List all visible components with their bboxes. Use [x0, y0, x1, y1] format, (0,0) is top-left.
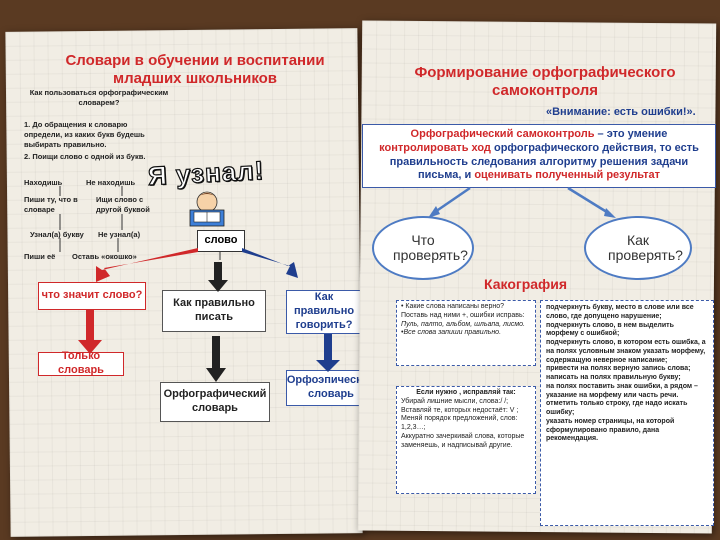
not-learned-label: Не узнал(а)	[98, 230, 141, 239]
dictionary-question: Как пользоваться орфографическим словаре…	[29, 88, 169, 107]
attention-label: «Внимание: есть ошибки!».	[546, 106, 696, 118]
correction-intro: Если нужно , исправляй так:	[416, 389, 516, 396]
marking-item: подчеркнуть слово, в котором есть ошибка…	[546, 339, 706, 364]
found-label: Находишь	[24, 178, 63, 187]
boy-reading-illustration	[182, 188, 232, 230]
definition-control: контролировать ход	[379, 141, 491, 154]
not-found-label: Не находишь	[86, 178, 136, 187]
how-check-label: Как проверять?	[608, 232, 683, 263]
banner-text: Я узнал!	[147, 154, 266, 192]
meaning-box: что значит слово?	[38, 282, 146, 310]
definition-text-b: орфографического действия, то есть прави…	[389, 141, 699, 182]
correction-box: Если нужно , исправляй так: Убирай лишни…	[396, 386, 536, 494]
marking-list-box: подчеркнуть букву, место в слове или все…	[540, 300, 714, 526]
write-dict-label: Пиши ту, что в словаре	[24, 195, 78, 214]
definition-evaluate: оценивать полученный результат	[474, 169, 660, 182]
definition-box: Орфографический самоконтроль – это умени…	[362, 124, 716, 188]
exercise-box: • Какие слова написаны верно? Поставь на…	[396, 300, 536, 366]
correction-item: Вставляй те, которых недостаёт: V ;	[401, 406, 519, 414]
what-check-ellipse: Что проверять?	[372, 216, 474, 280]
correction-item: Меняй порядок предложений, слов: 1,2,3…;	[401, 415, 518, 431]
marking-item: отметить только строку, где надо искать …	[546, 400, 688, 416]
marking-item: на полях поставить знак ошибки, а рядом …	[546, 382, 698, 399]
marking-item: написать на полях правильную букву;	[546, 374, 681, 381]
correction-item: Убирай лишние мысли, слова:/ /;	[401, 397, 509, 405]
marking-item: привести на полях верную запись слова;	[546, 365, 691, 373]
marking-item: подчеркнуть слово, в нем выделить морфем…	[546, 321, 674, 338]
correction-item: Аккуратно зачеркивай слова, которые заме…	[401, 432, 525, 449]
definition-text-a: – это умение	[594, 128, 668, 140]
learned-letter-label: Узнал(а) букву	[30, 230, 84, 239]
step-2: 2. Поищи слово с одной из букв.	[24, 152, 146, 161]
ortho-dict-box: Орфографический словарь	[160, 382, 270, 422]
what-check-label: Что проверять?	[393, 232, 468, 263]
exercise-intro: • Какие слова написаны верно?	[401, 303, 504, 310]
step-1: 1. До обращения к словарю определи, из к…	[24, 120, 145, 149]
search-other-label: Ищи слово с другой буквой	[96, 195, 150, 214]
exercise-end: •Все слова запиши правильно.	[401, 329, 502, 337]
how-check-ellipse: Как проверять?	[584, 216, 692, 280]
write-it-label: Пиши её	[24, 252, 56, 261]
word-box: слово	[197, 230, 245, 252]
marking-item: указать номер страницы, на которой сформ…	[546, 417, 675, 443]
how-write-box: Как правильно писать	[162, 290, 266, 332]
definition-term: Орфографический самоконтроль	[410, 128, 595, 140]
how-speak-box: Как правильно говорить?	[286, 290, 362, 334]
leave-window-label: Оставь «окошко»	[72, 252, 137, 261]
exercise-words: Пуль, палто, альбом, шльапа, лисмо.	[401, 320, 525, 328]
right-title: Формирование орфографического самоконтро…	[414, 64, 676, 99]
exercise-body: Поставь над ними +, ошибки исправь:	[401, 311, 525, 319]
only-dict-box: Только словарь	[38, 350, 124, 376]
kakography-label: Какография	[484, 276, 568, 292]
left-title: Словари в обучении и воспитании младших …	[65, 52, 325, 87]
marking-item: подчеркнуть букву, место в слове или все…	[546, 304, 694, 320]
